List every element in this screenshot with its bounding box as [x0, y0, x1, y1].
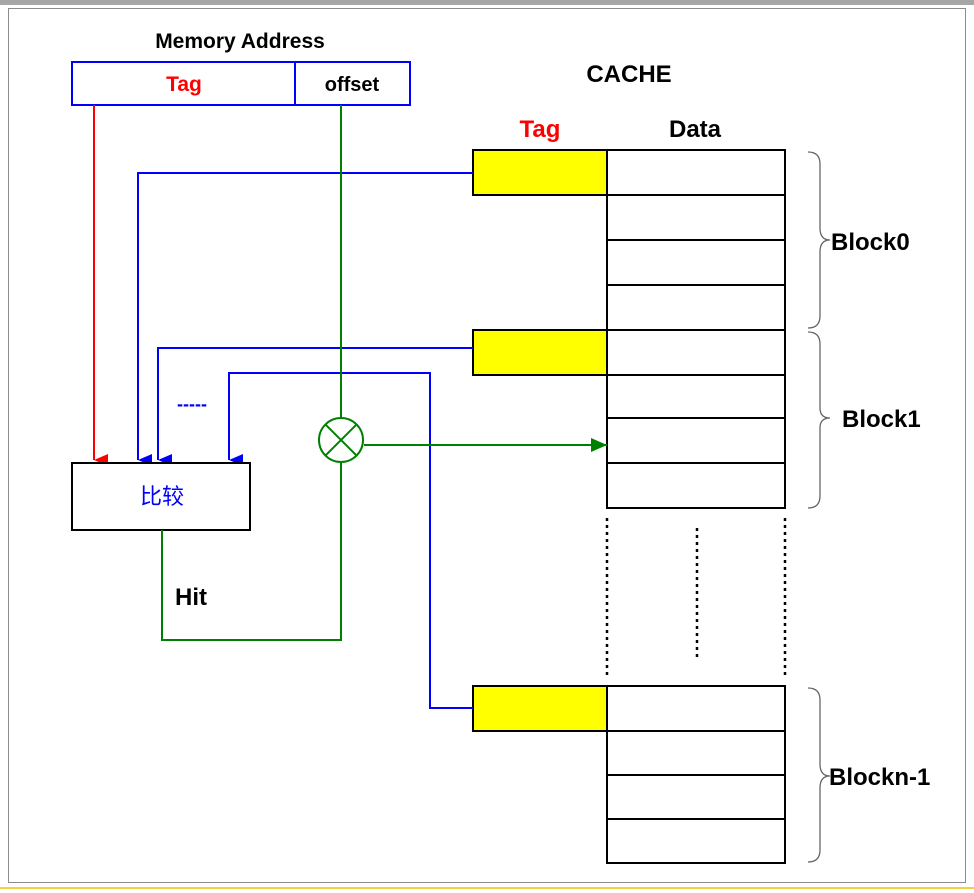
hit-wire: [161, 463, 342, 641]
block-label-0: Block0: [831, 229, 910, 256]
circle-x-icon: [318, 417, 364, 463]
right-brace-icon: [807, 687, 831, 863]
block-label-n-1: Blockn-1: [829, 764, 930, 791]
memory-address-title: Memory Address: [155, 30, 325, 53]
cache-title: CACHE: [586, 61, 671, 88]
cache-tag-header: Tag: [520, 116, 561, 143]
memory-tag-label: Tag: [166, 73, 202, 96]
block-label-1: Block1: [842, 406, 921, 433]
tag-cell: [472, 329, 608, 376]
memory-address-box: [71, 61, 411, 106]
memory-offset-label: offset: [325, 74, 380, 96]
cache-block-n-1: [472, 685, 786, 864]
tag-wire-block-0: [137, 172, 473, 466]
top-bar: [0, 0, 974, 5]
tag-cell: [472, 149, 608, 196]
cache-block-1: [472, 329, 786, 509]
hit-label: Hit: [175, 584, 207, 611]
tag-cell: [472, 685, 608, 732]
tag-wire-block-1: [157, 347, 473, 466]
tag-wire-block-n-1: [228, 372, 473, 709]
cache-block-0: [472, 149, 786, 331]
cache-data-header: Data: [669, 116, 722, 143]
slide-border: [8, 8, 966, 883]
right-brace-icon: [807, 151, 831, 329]
comparator-label: 比较: [140, 485, 184, 510]
right-brace-icon: [807, 331, 831, 509]
dots-label: -----: [177, 394, 207, 414]
cache-ellipsis: [605, 518, 787, 678]
